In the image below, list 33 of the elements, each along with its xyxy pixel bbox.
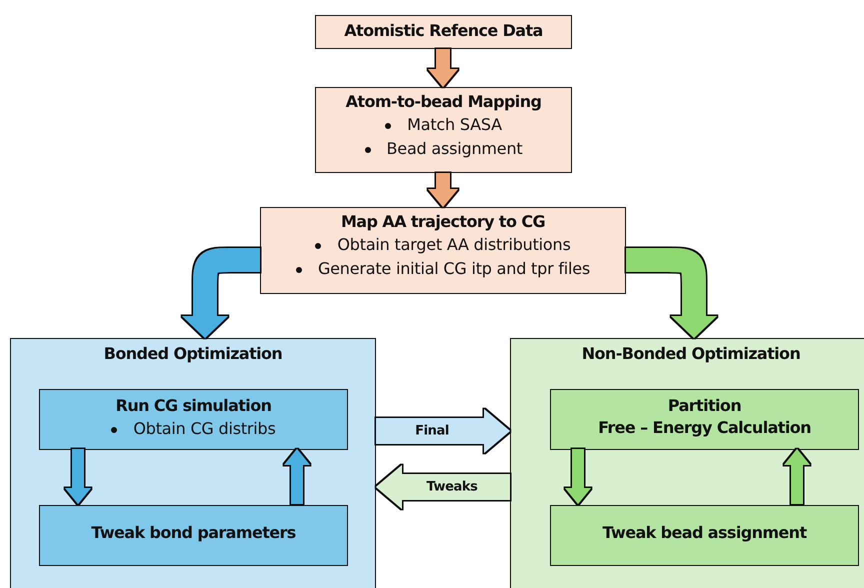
process-box (39, 505, 348, 566)
process-box (550, 389, 859, 450)
bullet-item: Bead assignment (386, 138, 522, 160)
group-panel (510, 338, 864, 588)
block-arrow (428, 173, 458, 207)
block-arrow (65, 449, 91, 504)
process-box (315, 15, 572, 49)
block-arrow (565, 449, 591, 504)
process-box (260, 207, 626, 294)
block-arrow (428, 49, 458, 87)
box-title: Run CG simulation (116, 395, 272, 417)
box-title: Map AA trajectory to CG (340, 211, 546, 233)
box-title: Bonded Optimization (104, 343, 282, 365)
block-arrow (784, 449, 810, 504)
box-title: Tweak bond parameters (91, 522, 296, 544)
process-box (550, 505, 859, 566)
bullet-item: Generate initial CG itp and tpr files (318, 258, 590, 280)
process-box (315, 87, 572, 173)
block-arrow (376, 465, 510, 509)
box-title: Partition (668, 395, 742, 417)
bullet-item: Match SASA (407, 114, 502, 136)
box-title: Atom-to-bead Mapping (346, 91, 542, 113)
box-title: Free – Energy Calculation (598, 417, 811, 439)
edge-label: Final (415, 424, 449, 438)
group-panel (10, 338, 376, 588)
bullet-item: Obtain CG distribs (133, 418, 276, 440)
process-box (39, 389, 348, 450)
bullet-item: Obtain target AA distributions (337, 234, 571, 256)
box-title: Non-Bonded Optimization (582, 343, 800, 365)
edge-label: Tweaks (426, 480, 478, 494)
block-arrow (284, 449, 310, 504)
box-title: Atomistic Refence Data (344, 20, 543, 42)
box-title: Tweak bead assignment (602, 522, 807, 544)
